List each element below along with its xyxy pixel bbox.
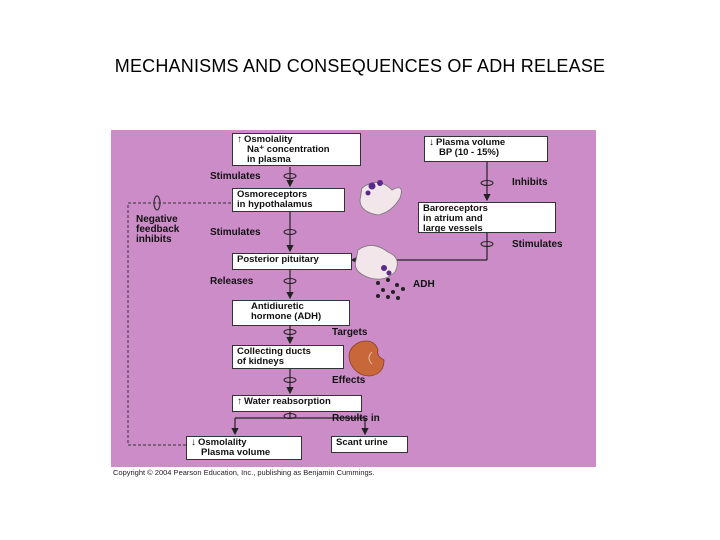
scant-urine-box: Scant urine bbox=[331, 436, 408, 453]
label-effects: Effects bbox=[332, 375, 366, 386]
baroreceptors-box: Baroreceptors in atrium and large vessel… bbox=[418, 202, 556, 233]
label-results-in: Results in bbox=[332, 413, 380, 424]
up-arrow-icon: ↑ bbox=[237, 396, 242, 407]
plasma-volume-decrease-box: ↓Plasma volume BP (10 - 15%) bbox=[424, 136, 548, 162]
adh-molecule-dots bbox=[376, 278, 405, 300]
label-adh-tag: ADH bbox=[413, 279, 435, 290]
adh-hormone-box: Antidiuretic hormone (ADH) bbox=[232, 300, 350, 326]
feedback-block-mark bbox=[153, 195, 161, 211]
collecting-ducts-box: Collecting ducts of kidneys bbox=[232, 345, 344, 369]
label-negative-feedback: Negative feedback inhibits bbox=[136, 214, 180, 245]
up-arrow-icon: ↑ bbox=[237, 134, 242, 145]
slide-title: MECHANISMS AND CONSEQUENCES OF ADH RELEA… bbox=[114, 56, 606, 76]
posterior-pituitary-box: Posterior pituitary bbox=[232, 253, 352, 270]
label-inhibits: Inhibits bbox=[512, 177, 548, 188]
label-releases: Releases bbox=[210, 276, 254, 287]
kidney-illustration bbox=[348, 340, 385, 377]
label-stimulates-pituitary: Stimulates bbox=[210, 227, 261, 238]
negative-feedback-loop bbox=[127, 202, 232, 446]
hypothalamus-illustration bbox=[359, 180, 402, 216]
copyright-notice: Copyright © 2004 Pearson Education, Inc.… bbox=[113, 468, 375, 477]
down-arrow-icon: ↓ bbox=[191, 437, 196, 448]
label-stimulates-baroreceptors: Stimulates bbox=[512, 239, 563, 250]
osmoreceptors-box: Osmoreceptors in hypothalamus bbox=[232, 188, 345, 212]
water-reabsorption-box: ↑Water reabsorption bbox=[232, 395, 362, 412]
label-stimulates-osmoreceptors: Stimulates bbox=[210, 171, 261, 182]
down-arrow-icon: ↓ bbox=[429, 137, 434, 148]
osmolality-increase-box: ↑Osmolality Na⁺ concentration in plasma bbox=[232, 133, 361, 166]
pituitary-illustration bbox=[354, 245, 398, 280]
osmolality-decrease-box: ↓Osmolality Plasma volume bbox=[186, 436, 302, 460]
label-targets: Targets bbox=[332, 327, 368, 338]
